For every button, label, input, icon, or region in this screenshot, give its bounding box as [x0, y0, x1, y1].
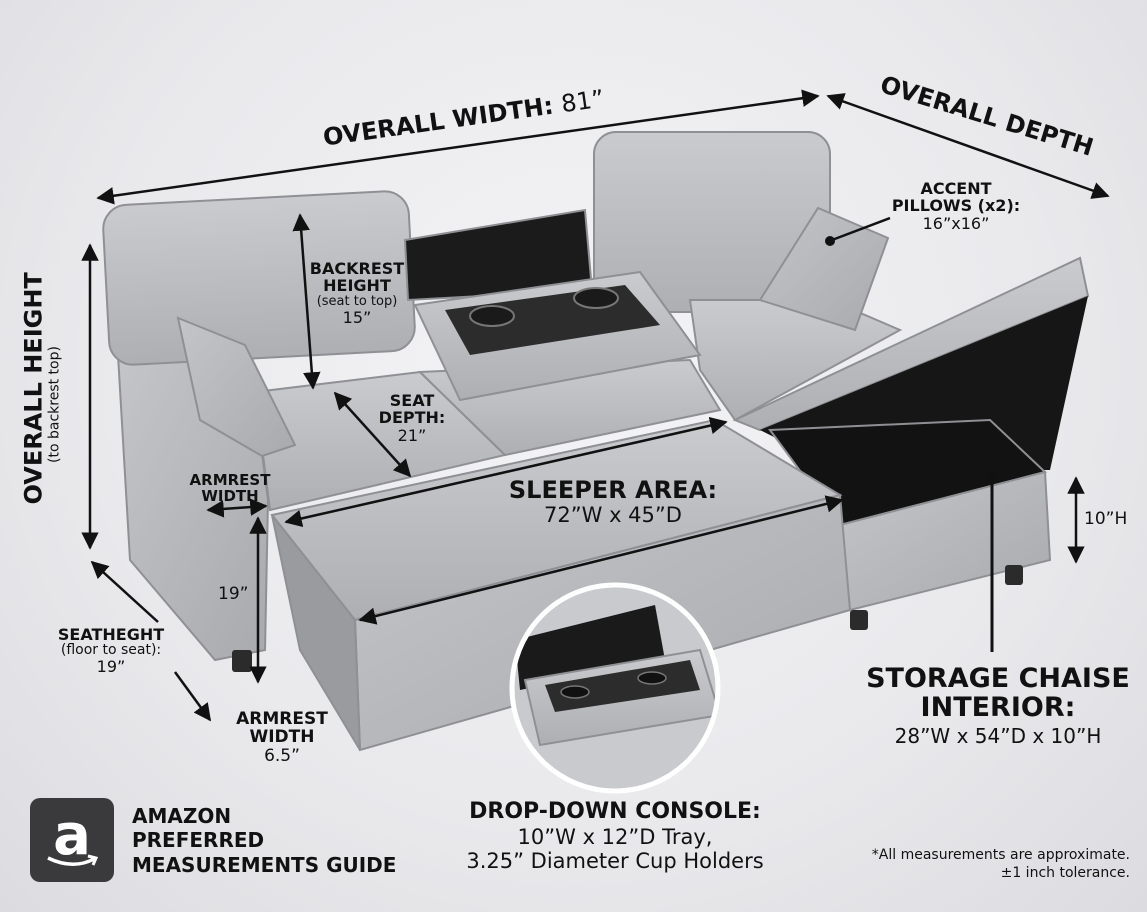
accent-pillows-line-2: PILLOWS (x2):: [891, 196, 1021, 216]
sleeper-area-title: SLEEPER AREA:: [508, 476, 718, 504]
armrest-width-bottom-line-2: WIDTH: [249, 727, 315, 748]
console-label: DROP-DOWN CONSOLE: 10”W x 12”D Tray, 3.2…: [440, 800, 790, 873]
backrest-height-arrow: [292, 213, 321, 390]
overall-height-title: OVERALL HEIGHT: [19, 272, 48, 505]
footnote-line-1: *All measurements are approximate.: [871, 847, 1130, 863]
overall-height-note: (to backrest top): [46, 346, 63, 463]
amazon-logo-icon: a: [30, 798, 114, 882]
dimension-arrows: [81, 89, 1110, 722]
backrest-height-label: BACKREST HEIGHT (seat to top) 15”: [302, 260, 412, 326]
overall-width-value: 81”: [559, 84, 606, 119]
console-line-1: 10”W x 12”D Tray,: [517, 824, 713, 849]
chaise-height-label: 10”H: [1084, 509, 1128, 529]
seat-height-label: SEATHEGHT (floor to seat): 19”: [36, 626, 186, 676]
backrest-height-note: (seat to top): [316, 293, 398, 309]
left-pillow: [176, 316, 297, 458]
brand-text: AMAZON PREFERRED MEASUREMENTS GUIDE: [132, 804, 396, 877]
overall-depth-arrow: [826, 93, 1110, 199]
brand-line-3: MEASUREMENTS GUIDE: [132, 852, 397, 877]
overall-width-arrow: [96, 89, 820, 205]
backrest-height-line-2: HEIGHT: [323, 276, 391, 296]
console-title: DROP-DOWN CONSOLE:: [469, 799, 761, 824]
brand-line-1: AMAZON: [132, 804, 232, 828]
smile-arrow-icon: [47, 854, 99, 866]
left-leg: [232, 650, 252, 672]
armrest-width-arrow: [206, 498, 268, 518]
armrest-width-top-line-2: WIDTH: [201, 487, 259, 506]
armrest-width-top-label: ARMREST WIDTH: [184, 471, 276, 506]
brand-line-2: PREFERRED: [132, 828, 265, 853]
storage-chaise-label: STORAGE CHAISE INTERIOR: 28”W x 54”D x 1…: [866, 664, 1130, 748]
sleeper-area-value: 72”W x 45”D: [544, 502, 682, 527]
chaise-leg: [1005, 565, 1023, 585]
overall-height-label: OVERALL HEIGHT (to backrest top): [19, 272, 63, 505]
footnote: *All measurements are approximate. ±1 in…: [820, 847, 1130, 882]
armrest-width-top-line-1: ARMREST: [189, 471, 271, 489]
storage-chaise-value: 28”W x 54”D x 10”H: [894, 724, 1102, 749]
seat-depth-line-2: DEPTH:: [378, 408, 446, 428]
backrest-height-line-1: BACKREST: [309, 259, 405, 278]
armrest-width-bottom-value: 6.5”: [264, 745, 300, 766]
storage-chaise-line-1: STORAGE CHAISE: [866, 663, 1130, 694]
seat-height-arrow-bottom: [173, 671, 212, 722]
storage-chaise-line-2: INTERIOR:: [920, 692, 1076, 724]
arm-height-label: 19”: [218, 584, 249, 604]
sleeper-area-label: SLEEPER AREA: 72”W x 45”D: [488, 476, 738, 527]
logo-letter: a: [53, 802, 91, 868]
seat-height-value: 19”: [96, 657, 126, 677]
accent-pillows-label: ACCENT PILLOWS (x2): 16”x16”: [886, 180, 1026, 232]
accent-pillows-line-1: ACCENT: [920, 179, 992, 198]
pillow-leader: [831, 216, 891, 242]
seat-depth-label: SEAT DEPTH: 21”: [372, 392, 452, 444]
armrest-width-bottom-line-1: ARMREST: [236, 709, 328, 729]
accent-pillows-value: 16”x16”: [922, 213, 990, 233]
seat-depth-value: 21”: [397, 425, 427, 445]
console-line-2: 3.25” Diameter Cup Holders: [466, 849, 764, 874]
seat-height-note: (floor to seat):: [60, 642, 162, 659]
footnote-line-2: ±1 inch tolerance.: [1000, 865, 1130, 882]
seat-height-title: SEATHEGHT: [57, 625, 165, 644]
seat-depth-line-1: SEAT: [389, 391, 435, 410]
seat-height-arrow-top: [90, 560, 159, 623]
backrest-height-value: 15”: [342, 307, 372, 327]
armrest-width-bottom-label: ARMREST WIDTH 6.5”: [222, 710, 342, 765]
sleeper-depth-arrow: [358, 495, 844, 625]
